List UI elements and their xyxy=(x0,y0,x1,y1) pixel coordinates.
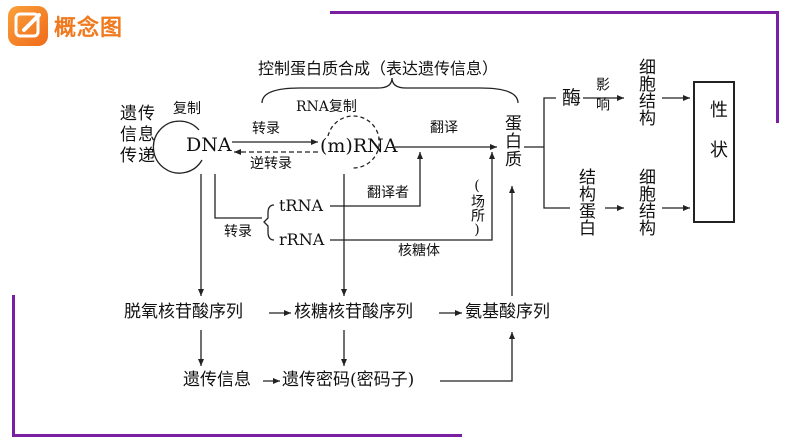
edit-pencil-icon xyxy=(8,6,48,46)
dna-label: DNA xyxy=(186,134,232,156)
cell-structure-label-1: 细胞结构 xyxy=(635,58,655,126)
frame-bottom-line xyxy=(12,434,462,437)
influence-label: 影响 xyxy=(594,77,610,117)
frame-top-line xyxy=(330,11,776,14)
deoxy-sequence-label: 脱氧核苷酸序列 xyxy=(124,302,243,322)
dna-replication-loop xyxy=(152,120,203,174)
frame-right-line xyxy=(776,11,779,123)
genetic-info-label: 遗传信息 xyxy=(183,370,251,390)
brace-control-synthesis xyxy=(261,77,519,104)
transcription-label-2: 转录 xyxy=(224,224,252,240)
translator-label: 翻译者 xyxy=(367,185,409,201)
dna-to-trna-rrna-line xyxy=(214,174,262,219)
trna-rrna-brace xyxy=(263,204,275,241)
structural-protein-label: 结构蛋白 xyxy=(575,168,595,236)
badge-title: 概念图 xyxy=(54,16,124,41)
protein-branch xyxy=(524,97,570,209)
enzyme-label: 酶 xyxy=(562,87,582,109)
genetic-code-label: 遗传密码(密码子) xyxy=(282,370,415,390)
translation-label: 翻译 xyxy=(430,120,458,136)
rrna-label: rRNA xyxy=(279,230,325,249)
protein-label: 蛋白质 xyxy=(501,114,521,168)
inheritance-transfer-label: 遗传信息传递 xyxy=(120,104,156,166)
trait-box xyxy=(693,81,735,223)
trna-to-translation-line xyxy=(330,152,423,207)
transcription-label: 转录 xyxy=(252,121,280,137)
code-to-amino-arrow xyxy=(440,332,515,382)
site-label: (场所) xyxy=(469,178,485,238)
trna-label: tRNA xyxy=(279,196,324,215)
replication-label: 复制 xyxy=(173,101,201,117)
mrna-label: (m)RNA xyxy=(320,135,398,157)
rna-replication-label: RNA复制 xyxy=(296,99,357,115)
rrna-to-translation-line xyxy=(330,152,495,241)
amino-sequence-label: 氨基酸序列 xyxy=(465,302,550,322)
trait-label: 性状 xyxy=(707,100,728,180)
ribo-sequence-label: 核糖核苷酸序列 xyxy=(294,302,413,322)
ribosome-label: 核糖体 xyxy=(398,243,440,259)
frame-left-line xyxy=(12,295,15,437)
rna-replication-loop xyxy=(327,115,380,169)
reverse-transcription-label: 逆转录 xyxy=(250,156,292,172)
concept-map-badge: 概念图 xyxy=(4,2,144,48)
control-synthesis-title: 控制蛋白质合成（表达遗传信息） xyxy=(258,59,499,78)
cell-structure-label-2: 细胞结构 xyxy=(635,168,655,236)
